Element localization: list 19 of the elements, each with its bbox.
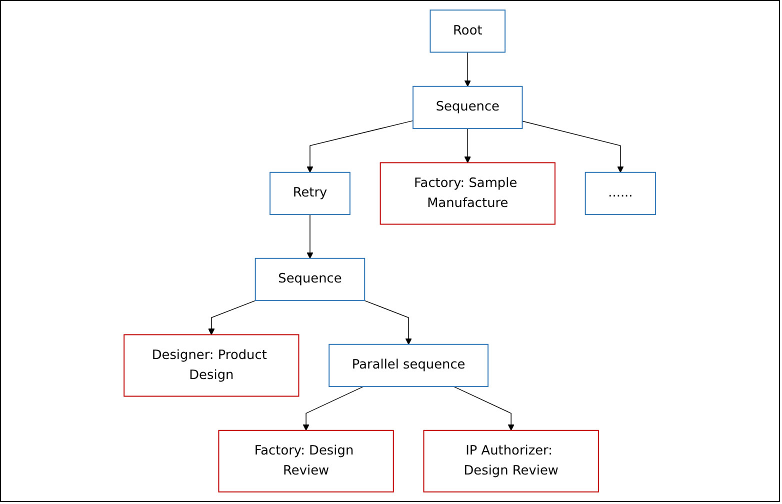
node-box: Parallel sequence: [328, 344, 489, 388]
node-box: Retry: [270, 172, 351, 216]
node-box: Factory: Sample Manufacture: [380, 162, 556, 225]
arrow: [306, 120, 414, 173]
arrow: [302, 386, 364, 431]
node-box: ......: [585, 172, 656, 216]
arrow: [522, 120, 624, 173]
arrow: [208, 300, 256, 336]
arrow: [306, 214, 314, 259]
node-box: Designer: Product Design: [124, 334, 300, 397]
node-box: Sequence: [412, 86, 523, 130]
arrow: [464, 128, 472, 164]
node-box: Sequence: [255, 258, 366, 302]
arrow: [364, 300, 412, 345]
node-box: IP Authorizer: Design Review: [423, 430, 600, 492]
arrow: [454, 386, 515, 431]
arrow: [464, 52, 472, 87]
node-box: Root: [430, 10, 506, 53]
node-box: Factory: Design Review: [218, 430, 394, 492]
